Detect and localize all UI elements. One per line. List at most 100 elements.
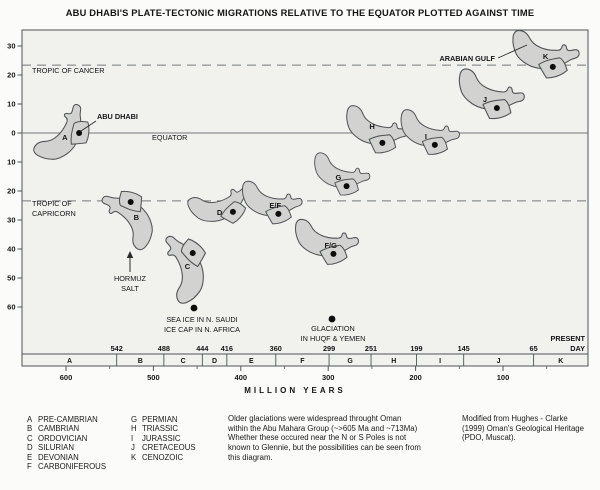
boundary-age-360: 360 — [270, 344, 282, 353]
legend-period-name: CENOZOIC — [142, 452, 184, 462]
glaciation-label: GLACIATION — [311, 324, 355, 333]
legend-item-B: B CAMBRIAN — [27, 424, 106, 433]
sea-ice-label-dot — [190, 304, 198, 312]
era-letter-E-F: E/F — [269, 201, 281, 210]
time-tick-label-500: 500 — [147, 373, 160, 382]
time-tick-label-400: 400 — [235, 373, 248, 382]
era-letter-B: B — [134, 213, 140, 222]
legend-period-name: DEVONIAN — [38, 452, 79, 462]
era-letter-I: I — [425, 132, 427, 141]
abu-dhabi-label-leader — [80, 120, 97, 132]
era-letter-G: G — [336, 173, 342, 182]
abu-dhabi-position-dot — [127, 199, 134, 206]
abu-dhabi-position-dot — [493, 105, 500, 112]
era-band-letter-E: E — [249, 358, 254, 365]
legend-letter: F — [27, 462, 32, 472]
boundary-age-542: 542 — [111, 344, 123, 353]
legend-period-name: CARBONIFEROUS — [38, 462, 107, 472]
era-letter-F-G: F/G — [324, 241, 337, 250]
boundary-age-145: 145 — [458, 344, 470, 353]
lat-tick-label: 20 — [7, 71, 15, 80]
abu-dhabi-position-dot — [549, 63, 556, 70]
era-band-letter-J: J — [497, 358, 501, 365]
legend-letter: A — [27, 415, 33, 424]
era-band-letter-D: D — [212, 358, 217, 365]
era-letter-J: J — [483, 95, 487, 104]
boundary-age-251: 251 — [365, 344, 377, 353]
legend-letter: B — [27, 424, 33, 434]
boundary-age-65: 65 — [530, 344, 538, 353]
legend-item-C: C ORDOVICIAN — [27, 434, 106, 443]
era-letter-H: H — [369, 122, 374, 131]
lat-tick-label: 50 — [7, 274, 15, 283]
era-letter-K: K — [543, 52, 549, 61]
arabian-gulf-label-leader — [497, 44, 528, 59]
lat-tick-label: 30 — [7, 216, 15, 225]
lat-tick-label: 0 — [11, 129, 15, 138]
equator-label: EQUATOR — [152, 133, 187, 142]
glaciation-label: IN HUQF & YEMEN — [301, 334, 366, 343]
lat-tick-label: 10 — [7, 100, 15, 109]
present-day-label: PRESENT — [551, 334, 586, 343]
lat-tick-label: 10 — [7, 158, 15, 167]
arabian-gulf-label: ARABIAN GULF — [439, 54, 495, 63]
page-title: ABU DHABI'S PLATE-TECTONIC MIGRATIONS RE… — [65, 8, 535, 18]
legend-letter: E — [27, 452, 33, 462]
note-glaciations: Older glaciations were widespread throug… — [228, 414, 421, 462]
abu-dhabi-position-dot — [76, 130, 83, 136]
boundary-age-444: 444 — [196, 344, 209, 353]
tropic-capricorn-label: TROPIC OF — [32, 199, 72, 208]
lat-tick-label: 30 — [7, 42, 15, 51]
legend-item-K: K CENOZOIC — [131, 453, 196, 462]
legend-letter: D — [27, 443, 33, 453]
legend-period-name: CRETACEOUS — [142, 443, 196, 453]
abu-dhabi-position-dot — [189, 250, 196, 257]
abu-dhabi-position-dot — [275, 210, 282, 217]
present-day-label: DAY — [570, 344, 585, 353]
tropic-capricorn-label: CAPRICORN — [32, 209, 76, 218]
plot-area — [21, 29, 589, 355]
legend-item-I: I JURASSIC — [131, 434, 196, 443]
boundary-age-488: 488 — [158, 344, 170, 353]
legend-item-D: D SILURIAN — [27, 443, 106, 452]
legend-period-name: JURASSIC — [142, 433, 181, 443]
era-band-letter-A: A — [67, 358, 72, 365]
era-band-letter-I: I — [439, 358, 441, 365]
legend-period-name: CAMBRIAN — [38, 424, 80, 434]
legend-letter: K — [131, 452, 137, 462]
legend-letter: I — [131, 433, 134, 443]
legend-period-name: TRIASSIC — [142, 424, 178, 434]
legend-period-name: SILURIAN — [38, 443, 74, 453]
tropic-cancer-label: TROPIC OF CANCER — [32, 66, 105, 75]
lat-tick-label: 60 — [7, 303, 15, 312]
note-credit: Modified from Hughes - Clarke (1999) Oma… — [462, 414, 584, 443]
legend-letter: C — [27, 433, 33, 443]
era-band-letter-C: C — [181, 358, 186, 365]
hormuz-salt-label: SALT — [121, 284, 139, 293]
hormuz-salt-label: HORMUZ — [114, 274, 147, 283]
legend-item-J: J CRETACEOUS — [131, 443, 196, 452]
legend-letter: J — [131, 443, 135, 453]
legend-period-name: ORDOVICIAN — [38, 433, 88, 443]
era-letter-D: D — [217, 208, 223, 217]
era-band-letter-H: H — [391, 358, 396, 365]
time-tick-label-600: 600 — [60, 373, 73, 382]
era-band-letter-B: B — [138, 358, 143, 365]
boundary-age-299: 299 — [323, 344, 335, 353]
abu-dhabi-position-dot — [330, 250, 337, 257]
abu-dhabi-label: ABU DHABI — [97, 112, 138, 121]
legend-letter: G — [131, 415, 138, 424]
legend-item-E: E DEVONIAN — [27, 453, 106, 462]
time-tick-label-200: 200 — [409, 373, 422, 382]
glaciation-label-dot — [328, 315, 336, 323]
time-tick-label-300: 300 — [322, 373, 335, 382]
era-band-letter-G: G — [347, 358, 353, 365]
boundary-age-199: 199 — [410, 344, 422, 353]
sea-ice-label: ICE CAP IN N. AFRICA — [164, 325, 240, 334]
era-letter-C: C — [185, 262, 191, 271]
